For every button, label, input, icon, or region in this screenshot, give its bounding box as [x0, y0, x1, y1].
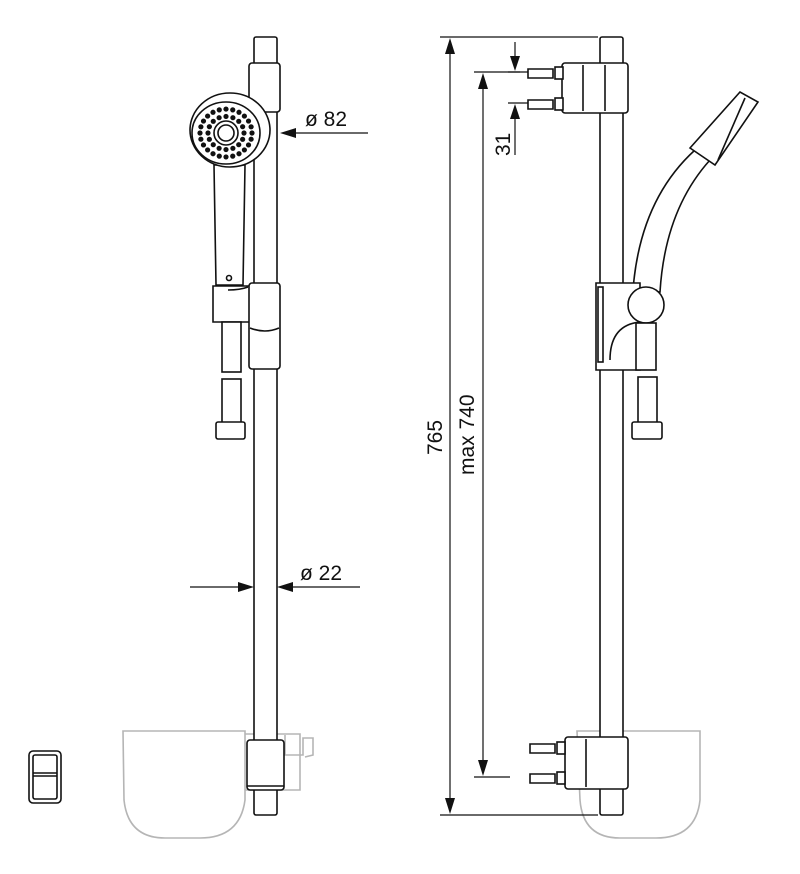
- spray-hole: [230, 145, 236, 151]
- spray-hole: [197, 130, 203, 136]
- side-view: [527, 36, 760, 839]
- max-spacing-label: max 740: [456, 394, 479, 475]
- total-height-label: 765: [424, 420, 447, 455]
- shower-handle: [213, 164, 246, 286]
- spray-hole: [236, 142, 242, 148]
- wall-plug-lower: [527, 99, 554, 110]
- spray-hole: [230, 115, 236, 121]
- spray-hole: [230, 107, 236, 113]
- wall-plug-upper: [527, 68, 554, 79]
- spray-hole: [240, 124, 246, 130]
- spray-hole: [241, 113, 247, 119]
- max-spacing-dimension: max 740: [456, 71, 520, 778]
- spray-hole: [205, 130, 211, 136]
- tilt-knob: [627, 286, 665, 324]
- soap-dish-outline: [576, 730, 701, 839]
- shower-head: [688, 90, 760, 167]
- head-diameter-dimension: ø 82: [280, 108, 368, 138]
- front-view: [28, 36, 314, 839]
- spray-hole: [200, 118, 207, 124]
- spray-hole: [206, 136, 212, 142]
- spray-hole: [241, 147, 247, 153]
- spray-hole: [206, 124, 212, 130]
- rail: [253, 36, 278, 816]
- spray-hole: [249, 130, 255, 136]
- shower-holder: [212, 285, 251, 323]
- rail-diameter-label: ø 22: [300, 562, 342, 585]
- spray-hole: [223, 113, 229, 120]
- spray-hole: [240, 136, 246, 142]
- hose: [221, 378, 242, 424]
- spray-hole: [223, 154, 229, 160]
- spray-hole: [198, 136, 204, 142]
- spray-hole: [241, 130, 247, 136]
- hose-nut: [631, 421, 663, 440]
- bottom-bracket: [529, 736, 629, 790]
- spray-hole: [205, 113, 211, 119]
- bracket-spacing-label: 31: [492, 133, 515, 156]
- spray-hole: [245, 118, 252, 124]
- spray-hole: [236, 118, 242, 124]
- spray-hole: [205, 147, 211, 153]
- spray-hole: [248, 124, 254, 130]
- hose-nut: [215, 421, 246, 440]
- spray-hole: [230, 153, 236, 159]
- rail: [599, 36, 624, 816]
- spray-hole: [223, 146, 229, 153]
- shower-handle: [632, 148, 712, 293]
- spray-hole: [216, 153, 222, 159]
- spray-hole: [236, 151, 242, 157]
- head-diameter-label: ø 82: [305, 108, 347, 131]
- spray-hole: [216, 107, 222, 113]
- total-height-dimension: 765: [424, 36, 598, 816]
- spray-hole: [248, 136, 254, 142]
- spray-hole: [210, 118, 216, 124]
- spray-hole: [216, 145, 222, 151]
- hose-connector: [221, 321, 242, 373]
- spray-hole: [210, 142, 216, 148]
- spray-hole: [198, 124, 204, 130]
- spray-hole: [200, 142, 207, 148]
- shower-head: [189, 92, 271, 168]
- top-bracket: [527, 62, 629, 114]
- spray-hole: [245, 142, 252, 148]
- spray-hole: [223, 106, 229, 112]
- rail-diameter-dimension: ø 22: [190, 562, 360, 592]
- spray-hole: [210, 109, 216, 115]
- soap-dish-outline: [122, 730, 246, 839]
- bottom-bracket: [246, 739, 285, 791]
- spray-hole: [216, 115, 222, 121]
- hose: [637, 376, 658, 424]
- spray-hole: [210, 151, 216, 157]
- end-cap-part: [28, 750, 62, 804]
- spray-hole: [236, 109, 242, 115]
- hose-connector: [635, 322, 657, 371]
- bracket-spacing-dimension: 31: [492, 42, 528, 156]
- slider: [248, 282, 281, 370]
